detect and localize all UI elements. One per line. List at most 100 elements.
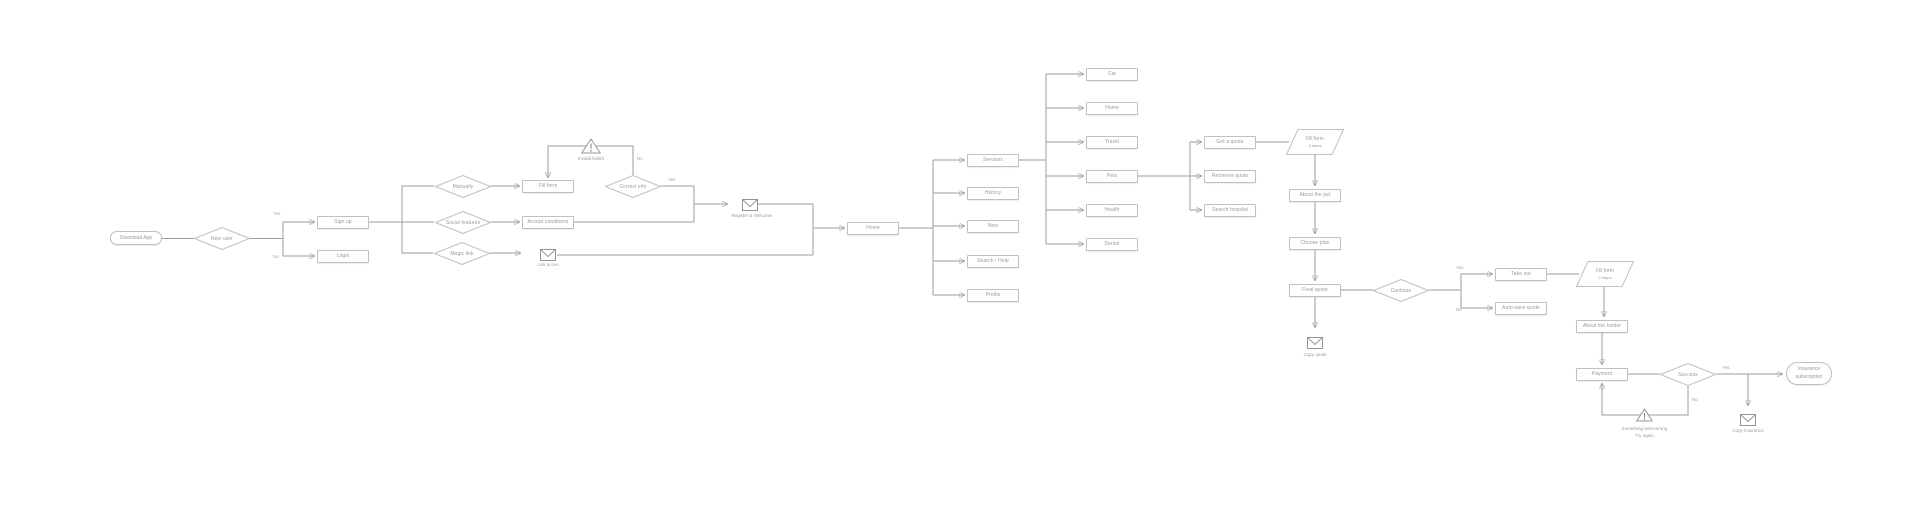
node-search-help[interactable]: Search / Help (967, 254, 1019, 268)
node-label: Accept conditions (527, 219, 569, 225)
node-label: Services (983, 157, 1003, 163)
node-travel[interactable]: Travel (1086, 135, 1138, 149)
edge-label-correct-info-no: No (637, 156, 643, 161)
label-copy-insurance: Copy insurance (1732, 428, 1764, 433)
node-home[interactable]: Home (847, 221, 899, 235)
envelope-register-welcome-icon[interactable] (742, 198, 758, 216)
node-label: Search hospital (1212, 207, 1248, 213)
node-accept-conditions[interactable]: Accept conditions (522, 215, 574, 229)
node-profile[interactable]: Profile (967, 288, 1019, 302)
node-fill-form-signup[interactable]: Fill form (522, 179, 574, 193)
node-label: Home (866, 225, 880, 231)
edge-label-continue-yes: Yes (1456, 265, 1464, 270)
envelope-link-acces-icon[interactable] (540, 248, 556, 266)
node-label: Correct info (619, 183, 647, 190)
node-label: Sign up (334, 219, 352, 225)
node-label: About the holder (1582, 323, 1622, 329)
node-label: New (987, 223, 999, 229)
node-label: Insurance subscription (1795, 366, 1823, 380)
decision-correct-info[interactable]: Correct info (605, 175, 661, 198)
node-label: Search / Help (977, 258, 1009, 264)
warning-icon[interactable] (581, 138, 601, 159)
node-sign-up[interactable]: Sign up (317, 215, 369, 229)
node-label: Dental (1104, 241, 1120, 247)
node-auto-save-quote[interactable]: Auto-save quote (1495, 301, 1547, 315)
node-label: Login (336, 253, 350, 259)
decision-manually[interactable]: Manually (435, 175, 491, 198)
node-label: History (984, 190, 1002, 196)
decision-continue[interactable]: Continue (1373, 279, 1429, 302)
diamond-shape (194, 227, 250, 250)
label-payment-error: Something went wrong.Try again. (1621, 426, 1669, 438)
node-label: Car (1107, 71, 1117, 77)
node-label: Get a quote (1216, 139, 1244, 145)
node-label: Success (1678, 371, 1698, 378)
label-invalid-fields: Invalid field/s (577, 156, 604, 161)
node-label: Choose plan (1300, 240, 1330, 246)
node-services[interactable]: Services (967, 153, 1019, 167)
node-search-hospital[interactable]: Search hospital (1204, 203, 1256, 217)
node-login[interactable]: Login (317, 249, 369, 263)
node-label: Health (1104, 207, 1120, 213)
node-car[interactable]: Car (1086, 67, 1138, 81)
edge-label-continue-no: No (1456, 307, 1462, 312)
node-label: Pets (1106, 173, 1118, 179)
edge-label-new-user-yes: Yes (273, 211, 281, 216)
diamond-shape (1660, 363, 1716, 386)
node-take-out[interactable]: Take out (1495, 267, 1547, 281)
edge-label-correct-info-yes: Yes (668, 177, 676, 182)
node-download-app[interactable]: Download App (110, 231, 162, 245)
node-final-quote[interactable]: Final quote (1289, 283, 1341, 297)
node-pets[interactable]: Pets (1086, 169, 1138, 183)
label-link-acces: Link acces (537, 262, 559, 267)
node-retrieves-quote[interactable]: Retrieves quote (1204, 169, 1256, 183)
node-payment[interactable]: Payment (1576, 367, 1628, 381)
node-services-home[interactable]: Home (1086, 101, 1138, 115)
node-label: Payment (1591, 371, 1613, 377)
node-label: Profile (985, 292, 1001, 298)
node-about-the-holder[interactable]: About the holder (1576, 319, 1628, 333)
warning-icon[interactable] (1636, 408, 1653, 427)
node-label: Fill form (538, 183, 558, 189)
node-label: Auto-save quote (1502, 305, 1540, 311)
node-label: New user (211, 235, 233, 242)
parallelogram-shape (1576, 261, 1634, 287)
node-label: Retrieves quote (1211, 173, 1249, 179)
node-fill-form-holder[interactable]: Fill form 2 steps (1576, 261, 1634, 287)
node-new[interactable]: New (967, 219, 1019, 233)
node-label: Continue (1390, 287, 1412, 294)
parallelogram-shape (1286, 129, 1344, 155)
node-get-a-quote[interactable]: Get a quote (1204, 135, 1256, 149)
decision-magic-link[interactable]: Magic link (434, 242, 490, 265)
decision-success[interactable]: Success (1660, 363, 1716, 386)
decision-new-user[interactable]: New user (194, 227, 250, 250)
envelope-copy-insurance-icon[interactable] (1740, 413, 1756, 431)
node-insurance-subscription[interactable]: Insurance subscription (1786, 362, 1832, 385)
node-label: Final quote (1302, 287, 1328, 293)
diamond-shape (435, 175, 491, 198)
node-label: Home (1105, 105, 1119, 111)
node-label: Fill form 2 steps (1596, 267, 1614, 280)
node-label: Social features (445, 219, 481, 226)
node-label: Manually (452, 183, 474, 190)
edge-label-new-user-no: No (273, 254, 279, 259)
node-about-the-pet[interactable]: About the pet (1289, 188, 1341, 202)
node-label: Travel (1104, 139, 1120, 145)
diamond-shape (1373, 279, 1429, 302)
label-copy-quote: Copy quote (1303, 352, 1327, 357)
node-dental[interactable]: Dental (1086, 237, 1138, 251)
diamond-shape (435, 211, 491, 234)
node-label: Magic link (450, 250, 474, 257)
envelope-copy-quote-icon[interactable] (1307, 336, 1323, 354)
node-health[interactable]: Health (1086, 203, 1138, 217)
diamond-shape (434, 242, 490, 265)
edge-label-success-yes: Yes (1722, 365, 1730, 370)
node-choose-plan[interactable]: Choose plan (1289, 236, 1341, 250)
decision-social-features[interactable]: Social features (435, 211, 491, 234)
node-history[interactable]: History (967, 186, 1019, 200)
node-label: Download App (119, 235, 153, 241)
node-fill-form-pet[interactable]: Fill form 3 steps (1286, 129, 1344, 155)
node-label: Fill form 3 steps (1306, 135, 1324, 148)
edge-label-success-no: No (1692, 397, 1698, 402)
